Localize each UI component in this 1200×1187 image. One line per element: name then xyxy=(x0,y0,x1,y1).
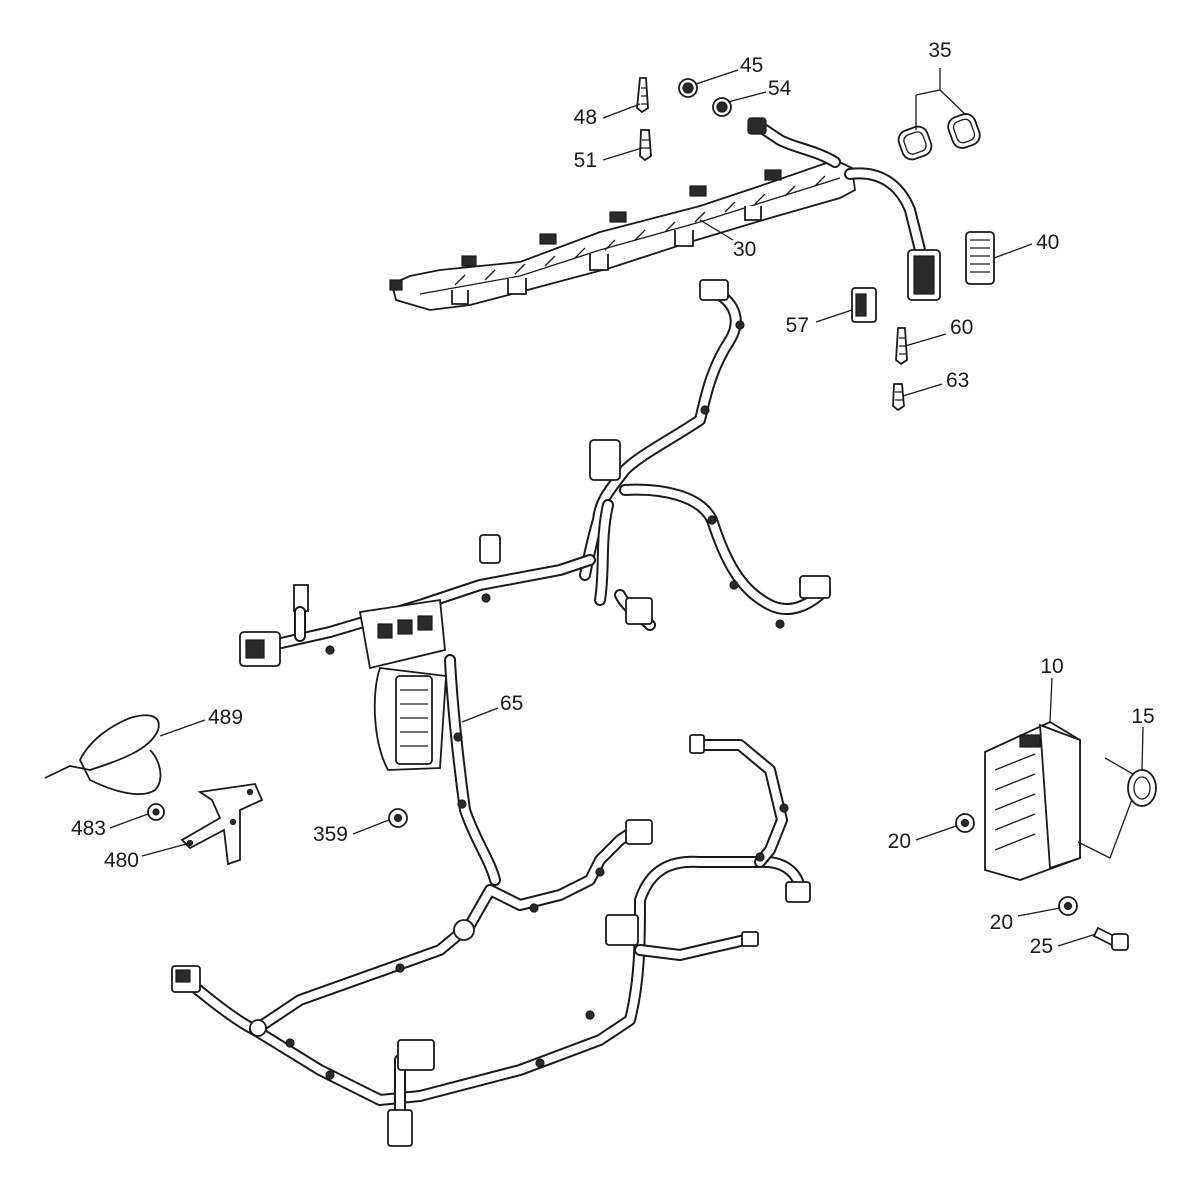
callout-60: 60 xyxy=(950,316,973,339)
callout-30: 30 xyxy=(733,238,756,261)
part-48-terminal xyxy=(636,77,649,114)
callout-20-upper: 20 xyxy=(888,830,911,853)
part-54-seal xyxy=(712,97,732,117)
callout-51: 51 xyxy=(574,149,597,172)
callout-25: 25 xyxy=(1030,935,1053,958)
part-30-upper-harness xyxy=(389,117,941,311)
callout-483: 483 xyxy=(71,817,106,840)
callout-63: 63 xyxy=(946,369,969,392)
callout-65: 65 xyxy=(500,692,523,715)
part-65-main-harness xyxy=(239,279,831,886)
callout-20-lower: 20 xyxy=(990,911,1013,934)
part-51-terminal xyxy=(639,129,652,162)
callout-40: 40 xyxy=(1036,231,1059,254)
part-40-connector xyxy=(965,231,995,285)
part-20-washer-upper xyxy=(955,813,975,833)
callout-45: 45 xyxy=(740,54,763,77)
part-489-strap xyxy=(44,714,162,795)
part-10-control-module xyxy=(984,720,1141,881)
part-25-bolt xyxy=(1092,926,1129,951)
callout-489: 489 xyxy=(208,706,243,729)
part-60-terminal xyxy=(895,327,908,366)
part-15-cap xyxy=(1127,769,1157,807)
part-483-nut xyxy=(147,803,165,821)
part-57-connector xyxy=(851,287,877,323)
callout-57: 57 xyxy=(786,314,809,337)
leader-lines xyxy=(109,68,1144,947)
callout-10: 10 xyxy=(1040,655,1063,678)
part-20-washer-lower xyxy=(1058,896,1078,916)
part-63-terminal xyxy=(892,383,905,412)
lower-harness xyxy=(171,734,811,1147)
callout-359: 359 xyxy=(313,823,348,846)
callout-48: 48 xyxy=(574,106,597,129)
part-45-seal xyxy=(678,78,698,98)
callout-54: 54 xyxy=(768,77,792,100)
part-359-nut xyxy=(388,808,408,828)
part-35-gaskets xyxy=(897,113,981,161)
part-480-bracket xyxy=(180,783,264,866)
callout-15: 15 xyxy=(1131,705,1154,728)
callout-labels: 35 45 54 48 51 30 40 57 60 63 10 15 65 4… xyxy=(71,39,1155,958)
callout-480: 480 xyxy=(104,849,139,872)
callout-35: 35 xyxy=(928,39,951,62)
